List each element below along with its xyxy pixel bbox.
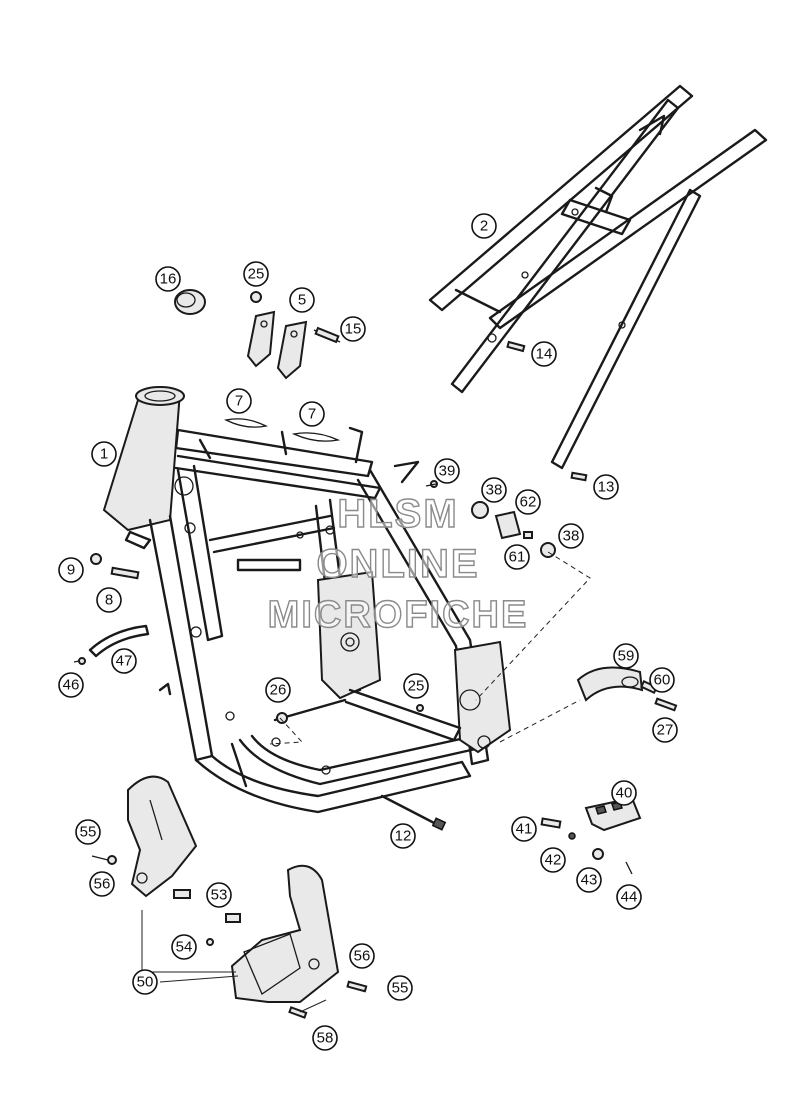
bushing-parts: [425, 480, 556, 558]
main-frame: [102, 386, 512, 814]
svg-text:54: 54: [176, 939, 193, 956]
nut-25b: [416, 704, 424, 712]
bracket-pair: [246, 291, 341, 380]
svg-text:12: 12: [395, 828, 412, 845]
callout-44: 44: [616, 884, 642, 910]
svg-text:55: 55: [80, 824, 97, 841]
svg-text:2: 2: [480, 218, 488, 235]
subframe: [428, 84, 768, 470]
svg-text:44: 44: [621, 889, 638, 906]
svg-text:41: 41: [516, 821, 533, 838]
svg-text:46: 46: [63, 677, 80, 694]
long-bolt: [380, 794, 442, 828]
watermark-line-3: MICROFICHE: [267, 593, 529, 636]
svg-text:38: 38: [486, 482, 503, 499]
bolt-13: [570, 471, 588, 482]
svg-text:61: 61: [509, 549, 526, 566]
callout-50: 50: [132, 969, 158, 995]
callout-40: 40: [611, 780, 637, 806]
callout-7a: 7: [226, 388, 252, 414]
callout-27: 27: [652, 717, 678, 743]
svg-text:50: 50: [137, 974, 154, 991]
callout-38b: 38: [558, 523, 584, 549]
svg-text:55: 55: [392, 980, 409, 997]
callout-26: 26: [265, 677, 291, 703]
svg-text:62: 62: [520, 494, 537, 511]
callout-12: 12: [390, 823, 416, 849]
callout-46: 46: [58, 672, 84, 698]
callout-25b: 25: [403, 673, 429, 699]
nut-26: [276, 712, 288, 724]
bolt-nut-left: [90, 553, 140, 580]
callout-58: 58: [312, 1025, 338, 1051]
svg-text:26: 26: [270, 682, 287, 699]
svg-text:7: 7: [235, 393, 243, 410]
watermark-line-2: ONLINE: [316, 541, 480, 586]
callout-5: 5: [289, 287, 315, 313]
svg-text:7: 7: [308, 406, 316, 423]
svg-text:15: 15: [345, 321, 362, 338]
svg-text:60: 60: [654, 672, 671, 689]
callout-43: 43: [576, 867, 602, 893]
watermark-line-1: HLSM: [337, 491, 459, 536]
callout-60: 60: [649, 667, 675, 693]
callout-14: 14: [531, 341, 557, 367]
callout-8: 8: [96, 587, 122, 613]
footpeg: [540, 796, 642, 875]
callout-62: 62: [515, 489, 541, 515]
svg-text:56: 56: [354, 948, 371, 965]
callout-1: 1: [91, 441, 117, 467]
callout-2: 2: [471, 213, 497, 239]
callout-55a: 55: [75, 819, 101, 845]
svg-text:56: 56: [94, 876, 111, 893]
callout-61: 61: [504, 544, 530, 570]
svg-text:27: 27: [657, 722, 674, 739]
frame-guard-lower: [206, 864, 368, 1019]
bolt-14: [506, 340, 526, 353]
callout-41: 41: [511, 816, 537, 842]
callout-56b: 56: [349, 943, 375, 969]
cap-part: [174, 289, 206, 315]
svg-text:58: 58: [317, 1030, 334, 1047]
svg-text:40: 40: [616, 785, 633, 802]
svg-text:43: 43: [581, 872, 598, 889]
svg-text:5: 5: [298, 292, 306, 309]
callout-47: 47: [111, 648, 137, 674]
svg-text:1: 1: [100, 446, 108, 463]
callout-42: 42: [540, 847, 566, 873]
pad-parts: [224, 418, 341, 456]
svg-text:42: 42: [545, 852, 562, 869]
rear-bracket-parts: [576, 666, 678, 712]
callout-16: 16: [155, 266, 181, 292]
svg-text:14: 14: [536, 346, 553, 363]
svg-text:16: 16: [160, 271, 177, 288]
callout-13: 13: [593, 474, 619, 500]
callout-25a: 25: [243, 261, 269, 287]
svg-text:59: 59: [618, 648, 635, 665]
callout-53: 53: [206, 882, 232, 908]
callout-9: 9: [58, 557, 84, 583]
svg-text:8: 8: [105, 592, 113, 609]
svg-text:25: 25: [248, 266, 265, 283]
svg-text:9: 9: [67, 562, 75, 579]
svg-text:13: 13: [598, 479, 615, 496]
svg-text:38: 38: [563, 528, 580, 545]
svg-text:47: 47: [116, 653, 133, 670]
hose-part: [73, 624, 150, 665]
callout-55b: 55: [387, 975, 413, 1001]
svg-text:25: 25: [408, 678, 425, 695]
svg-text:53: 53: [211, 887, 228, 904]
callout-15: 15: [340, 316, 366, 342]
svg-text:39: 39: [439, 463, 456, 480]
callout-56a: 56: [89, 871, 115, 897]
frame-guard-upper: [91, 775, 198, 899]
callout-7b: 7: [299, 401, 325, 427]
callout-54: 54: [171, 934, 197, 960]
callout-38a: 38: [481, 477, 507, 503]
callout-39: 39: [434, 458, 460, 484]
callout-59: 59: [613, 643, 639, 669]
